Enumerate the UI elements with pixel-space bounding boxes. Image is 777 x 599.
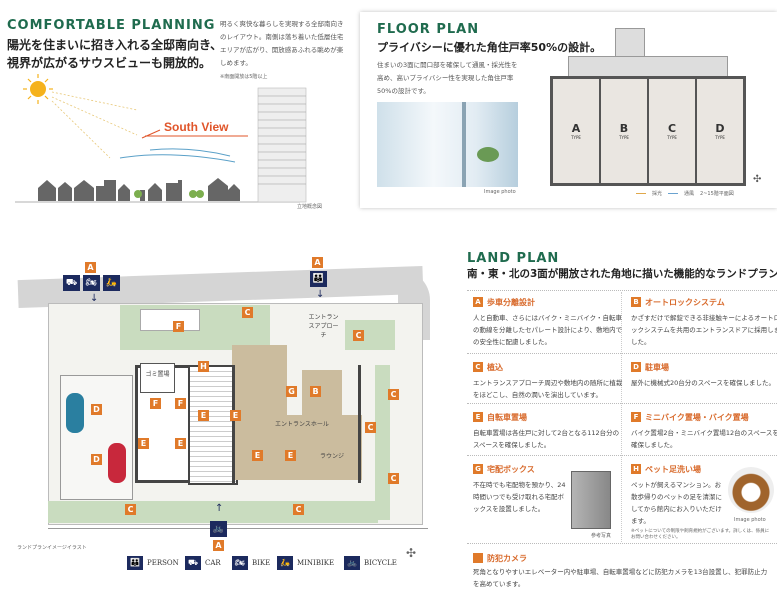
legend-car: ⛟CAR bbox=[185, 556, 221, 570]
dog-photo bbox=[728, 467, 774, 513]
bicycle-icon: 🚲 bbox=[210, 521, 227, 537]
south-view-label: South View bbox=[164, 120, 229, 134]
south-view-illustration bbox=[15, 74, 307, 203]
floor-plan-headline: プライバシーに優れた角住戸率50%の設計。 bbox=[377, 41, 602, 54]
minibike-icon: 🛵 bbox=[277, 556, 293, 570]
marker-c: C bbox=[353, 330, 364, 341]
photo-caption: Image photo bbox=[484, 189, 516, 195]
marker-c: C bbox=[388, 389, 399, 400]
garbage-room bbox=[140, 363, 175, 393]
comfortable-body: 明るく爽快な暮らしを実現する全邸南向きのレイアウト。南側は落ち着いた低層住宅エリ… bbox=[220, 20, 344, 67]
marker-b: B bbox=[310, 386, 321, 397]
floor-plan-card: FLOOR PLAN プライバシーに優れた角住戸率50%の設計。 住まいの3面に… bbox=[360, 12, 777, 208]
marker-e: E bbox=[230, 410, 241, 421]
bike-icon: 🏍 bbox=[232, 556, 248, 570]
lounge-label: ラウンジ bbox=[320, 453, 345, 460]
legend-bicycle: 🚲BICYCLE bbox=[344, 556, 397, 570]
arrow-up-icon: ↑ bbox=[215, 503, 224, 514]
wind-line-icon bbox=[668, 193, 679, 194]
marker-c: C bbox=[365, 422, 376, 433]
entrance-approach-label: エントランスアプローチ bbox=[308, 314, 339, 339]
marker-e: E bbox=[252, 450, 263, 461]
comfortable-title: COMFORTABLE PLANNING bbox=[7, 18, 216, 33]
arrow-down-icon: ↓ bbox=[90, 293, 99, 304]
marker-a: A bbox=[85, 262, 96, 273]
marker-e: E bbox=[285, 450, 296, 461]
camera-marker bbox=[473, 553, 483, 563]
car-red bbox=[108, 443, 126, 483]
marker-d: D bbox=[91, 404, 102, 415]
legend-bike: 🏍BIKE bbox=[232, 556, 270, 570]
car-blue bbox=[66, 393, 84, 433]
legend-person: 👪PERSON bbox=[127, 556, 179, 570]
bicycle-icon: 🚲 bbox=[344, 556, 360, 570]
floor-plan-title: FLOOR PLAN bbox=[377, 22, 480, 37]
marker-a: A bbox=[312, 257, 323, 268]
marker-g: G bbox=[286, 386, 297, 397]
comfortable-note: ※南面開放は5階以上 bbox=[220, 74, 268, 80]
land-plan-headline: 南・東・北の3面が開放された角地に描いた機能的なランドプラン。 bbox=[467, 268, 777, 280]
entrance-hall-label: エントランスホール bbox=[275, 421, 329, 428]
comfortable-headline-2: 視界が広がるサウスビューも開放的。 bbox=[7, 56, 212, 70]
marker-e: E bbox=[198, 410, 209, 421]
window-photo bbox=[377, 102, 518, 187]
marker-f: F bbox=[150, 398, 161, 409]
pet-photo-caption: Image photo bbox=[734, 517, 766, 523]
pet-note: ※ペットについての制限や飼育規約がございます。詳しくは、係員にお問い合わせくださ… bbox=[631, 529, 770, 540]
floor-plan-legend: 採光 通風 2~15階平面図 bbox=[636, 190, 734, 197]
comfortable-caption: 立地概念図 bbox=[297, 204, 323, 210]
car-icon: ⛟ bbox=[63, 275, 80, 291]
box-caption: 参考写真 bbox=[591, 533, 612, 539]
delivery-box-photo bbox=[571, 471, 611, 529]
site-plan-caption: ランドプランイメージイラスト bbox=[17, 545, 87, 551]
marker-c: C bbox=[125, 504, 136, 515]
marker-e: E bbox=[175, 438, 186, 449]
arrow-down-icon: ↓ bbox=[316, 289, 325, 300]
garbage-label: ゴミ置場 bbox=[145, 371, 170, 378]
legend-minibike: 🛵MINIBIKE bbox=[277, 556, 334, 570]
light-line-icon bbox=[636, 193, 646, 194]
marker-e: E bbox=[138, 438, 149, 449]
marker-c: C bbox=[293, 504, 304, 515]
car-icon: ⛟ bbox=[185, 556, 201, 570]
person-icon: 👪 bbox=[127, 556, 143, 570]
marker-c: C bbox=[388, 473, 399, 484]
person-icon: 👪 bbox=[310, 271, 327, 287]
land-plan-title: LAND PLAN bbox=[467, 251, 560, 266]
houses bbox=[38, 178, 240, 201]
sun-icon bbox=[23, 74, 53, 104]
marker-c: C bbox=[242, 307, 253, 318]
marker-a: A bbox=[213, 540, 224, 551]
compass-icon: ✣ bbox=[406, 546, 417, 560]
comfortable-headline-1: 陽光を住まいに招き入れる全邸南向き、 bbox=[7, 38, 223, 52]
site-plan: ゴミ置場 エントランスホール ラウンジ エントランスアプローチ A A A ⛟ … bbox=[0, 245, 455, 551]
marker-f: F bbox=[173, 321, 184, 332]
compass-icon: ✣ bbox=[753, 174, 762, 185]
marker-f: F bbox=[175, 398, 186, 409]
floor-plan-body: 住まいの3面に開口部を確保して通風・採光性を高め、高いプライバシー性を実現した角… bbox=[377, 61, 518, 95]
marker-d: D bbox=[91, 454, 102, 465]
minibike-icon: 🛵 bbox=[103, 275, 120, 291]
marker-h: H bbox=[198, 361, 209, 372]
corridor bbox=[568, 56, 728, 78]
bike-icon: 🏍 bbox=[83, 275, 100, 291]
tower-building bbox=[257, 87, 307, 203]
feature-camera: 防犯カメラ死角となりやすいエレベーター内や駐車場、自転車置場などに防犯カメラを1… bbox=[473, 553, 768, 588]
